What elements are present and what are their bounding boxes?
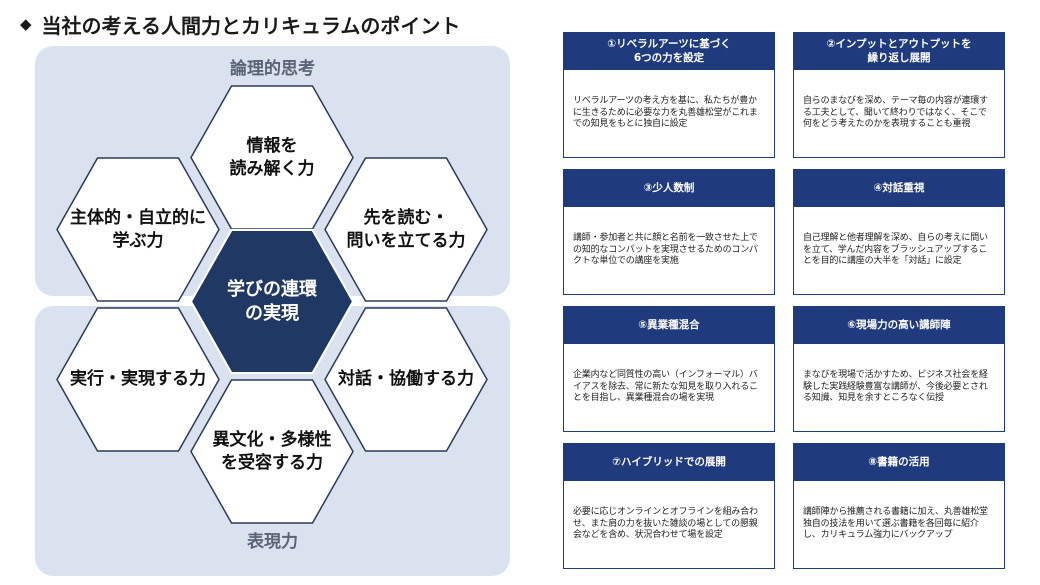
page-title: ◆ 当社の考える人間力とカリキュラムのポイント xyxy=(20,8,460,40)
hex-self-directed-learning: 主体的・自立的に 学ぶ力 xyxy=(55,156,221,303)
card-title: ⑦ハイブリッドでの展開 xyxy=(564,444,774,481)
card-body-text: 企業内など同質性の高い（インフォーマル）バイアスを除去、常に新たな知見を取り入れ… xyxy=(573,369,758,404)
card-body: まなびを現場で活かすため、ビジネス社会を経験した実践経験豊富な講師が、今後必要と… xyxy=(794,344,1004,431)
card-body-text: 自らのまなびを深め、テーマ毎の内容が連環する工夫として、聞いて終わりではなく、そ… xyxy=(803,95,988,130)
card-body: 自らのまなびを深め、テーマ毎の内容が連環する工夫として、聞いて終わりではなく、そ… xyxy=(794,70,1004,157)
card-body: 自己理解と他者理解を深め、自らの考えに問いを立て、学んだ内容をブラッシュアップす… xyxy=(794,207,1004,294)
hex-learning-cycle-text: 学びの連環 の実現 xyxy=(227,278,317,324)
card-body-text: 必要に応じオンラインとオフラインを組み合わせ、また肩の力を抜いた雑談の場としての… xyxy=(573,506,758,541)
card-hybrid: ⑦ハイブリッドでの展開 必要に応じオンラインとオフラインを組み合わせ、また肩の力… xyxy=(563,443,775,569)
logical-thinking-label: 論理的思考 xyxy=(230,59,315,79)
card-body-text: 講師陣から推薦される書籍に加え、丸善雄松堂独自の技法を用いて選ぶ書籍を各回毎に紹… xyxy=(803,506,988,541)
hex-anticipate-question-text: 先を読む・ 問いを立てる力 xyxy=(346,208,466,251)
card-cross-industry: ⑤異業種混合 企業内など同質性の高い（インフォーマル）バイアスを除去、常に新たな… xyxy=(563,306,775,432)
card-body: 講師陣から推薦される書籍に加え、丸善雄松堂独自の技法を用いて選ぶ書籍を各回毎に紹… xyxy=(794,481,1004,568)
card-body-text: リベラルアーツの考え方を基に、私たちが豊かに生きるために必要な力を丸善雄松堂がこ… xyxy=(573,95,758,130)
card-input-output: ②インプットとアウトプットを 繰り返し展開 自らのまなびを深め、テーマ毎の内容が… xyxy=(793,32,1005,158)
hex-self-directed-learning-text: 主体的・自立的に 学ぶ力 xyxy=(70,208,206,251)
card-body-text: 講師・参加者と共に顔と名前を一致させた上での知的なコンパットを実現させるためのコ… xyxy=(573,232,758,267)
card-title: ⑤異業種混合 xyxy=(564,307,774,344)
hex-accept-diversity: 異文化・多様性 を受容する力 xyxy=(189,378,355,525)
page-title-text: 当社の考える人間力とカリキュラムのポイント xyxy=(41,13,461,38)
hex-dialogue-collaborate: 対話・協働する力 xyxy=(323,306,489,453)
expression-label: 表現力 xyxy=(247,532,298,552)
card-title: ⑧書籍の活用 xyxy=(794,444,1004,481)
card-title: ②インプットとアウトプットを 繰り返し展開 xyxy=(794,33,1004,70)
card-small-group: ③少人数制 講師・参加者と共に顔と名前を一致させた上での知的なコンパットを実現さ… xyxy=(563,169,775,295)
card-field-instructors: ⑥現場力の高い講師陣 まなびを現場で活かすため、ビジネス社会を経験した実践経験豊… xyxy=(793,306,1005,432)
card-body-text: 自己理解と他者理解を深め、自らの考えに問いを立て、学んだ内容をブラッシュアップす… xyxy=(803,232,988,267)
hex-learning-cycle: 学びの連環 の実現 xyxy=(189,228,355,375)
diamond-bullet-icon: ◆ xyxy=(20,15,32,33)
hex-execute-realize: 実行・実現する力 xyxy=(55,306,221,453)
hex-anticipate-question: 先を読む・ 問いを立てる力 xyxy=(323,156,489,303)
card-body: 講師・参加者と共に顔と名前を一致させた上での知的なコンパットを実現させるためのコ… xyxy=(564,207,774,294)
hex-read-information: 情報を 読み解く力 xyxy=(189,84,355,231)
card-dialogue-focus: ④対話重視 自己理解と他者理解を深め、自らの考えに問いを立て、学んだ内容をブラッ… xyxy=(793,169,1005,295)
card-books: ⑧書籍の活用 講師陣から推薦される書籍に加え、丸善雄松堂独自の技法を用いて選ぶ書… xyxy=(793,443,1005,569)
card-body-text: まなびを現場で活かすため、ビジネス社会を経験した実践経験豊富な講師が、今後必要と… xyxy=(803,369,988,404)
card-liberal-arts: ①リベラルアーツに基づく 6つの力を設定 リベラルアーツの考え方を基に、私たちが… xyxy=(563,32,775,158)
card-title: ③少人数制 xyxy=(564,170,774,207)
hex-accept-diversity-text: 異文化・多様性 を受容する力 xyxy=(212,430,332,473)
card-body: 企業内など同質性の高い（インフォーマル）バイアスを除去、常に新たな知見を取り入れ… xyxy=(564,344,774,431)
hex-dialogue-collaborate-text: 対話・協働する力 xyxy=(338,369,474,390)
card-title: ①リベラルアーツに基づく 6つの力を設定 xyxy=(564,33,774,70)
card-title: ④対話重視 xyxy=(794,170,1004,207)
hex-read-information-text: 情報を 読み解く力 xyxy=(229,136,315,179)
card-body: リベラルアーツの考え方を基に、私たちが豊かに生きるために必要な力を丸善雄松堂がこ… xyxy=(564,70,774,157)
hex-execute-realize-text: 実行・実現する力 xyxy=(70,369,206,390)
card-title: ⑥現場力の高い講師陣 xyxy=(794,307,1004,344)
card-body: 必要に応じオンラインとオフラインを組み合わせ、また肩の力を抜いた雑談の場としての… xyxy=(564,481,774,568)
